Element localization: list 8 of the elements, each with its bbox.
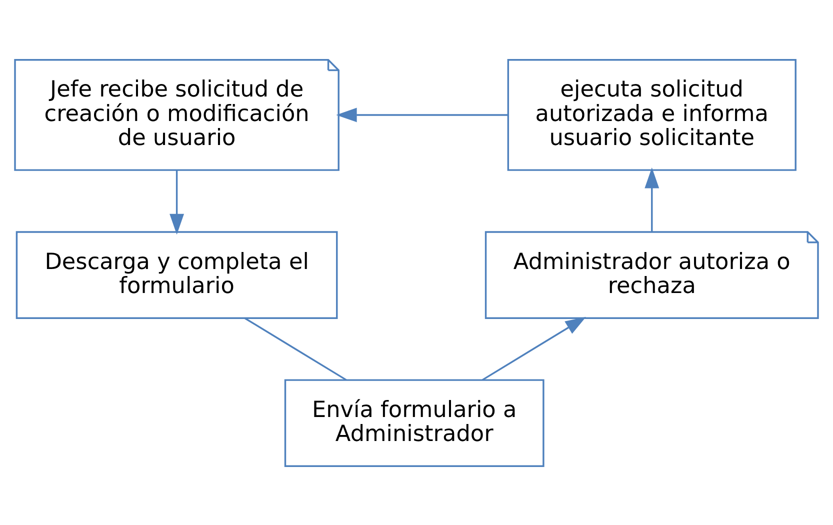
node-box: Descarga y completa el formulario <box>16 230 338 318</box>
arrow <box>482 316 586 380</box>
connector <box>244 316 347 380</box>
arrow <box>170 170 184 234</box>
node-box: ejecuta solicitud autorizada e informa usuario solicitante <box>507 58 796 170</box>
arrow <box>336 107 508 122</box>
arrow <box>644 167 660 232</box>
node-box: Envía formulario a Administrador <box>284 378 544 466</box>
